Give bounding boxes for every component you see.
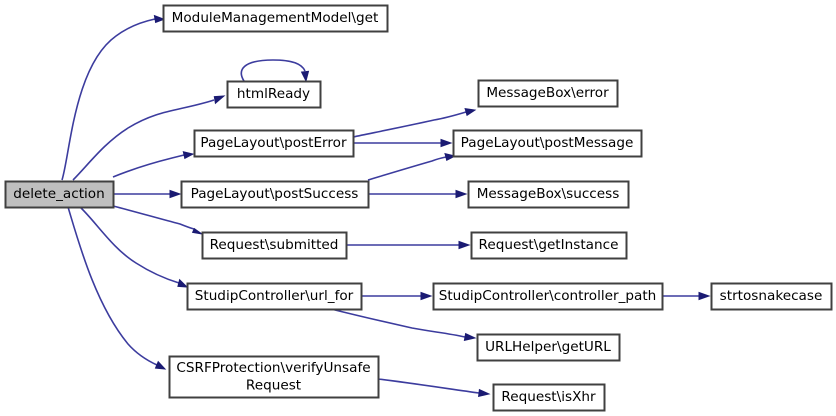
arrowhead-icon <box>464 107 477 117</box>
edge-line <box>377 378 480 394</box>
node-label: PageLayout\postSuccess <box>191 186 359 202</box>
call-edge-request_submitted-to-request_get_instance <box>346 240 471 250</box>
graph-node-request_get_instance[interactable]: Request\getInstance <box>470 231 628 260</box>
node-box[interactable] <box>168 355 380 399</box>
node-label: Request\getInstance <box>479 237 619 253</box>
node-box[interactable] <box>226 80 322 109</box>
call-edge-pagelayout_post_error-to-pagelayout_post_message <box>353 138 453 148</box>
call-edge-studipcontroller_controller_path-to-strtosnakecase <box>662 291 711 301</box>
edge-line <box>112 205 195 230</box>
graph-node-module_management_model_get[interactable]: ModuleManagementModel\get <box>162 4 389 33</box>
node-box[interactable] <box>4 180 115 209</box>
node-box[interactable] <box>162 4 389 33</box>
graph-node-delete_action[interactable]: delete_action <box>4 180 115 209</box>
arrowhead-icon <box>182 151 195 160</box>
arrowhead-icon <box>698 291 711 301</box>
arrowhead-icon <box>191 227 203 235</box>
node-label: StudipController\controller_path <box>439 288 657 304</box>
arrowhead-icon <box>169 189 182 199</box>
node-box[interactable] <box>180 180 370 209</box>
graph-node-studipcontroller_url_for[interactable]: StudipController\url_for <box>186 282 363 311</box>
edge-line <box>79 206 180 284</box>
edge-line <box>112 154 185 178</box>
arrowhead-icon <box>440 138 453 148</box>
node-label: strtosnakecase <box>720 288 823 304</box>
node-label: PageLayout\postError <box>200 135 347 151</box>
node-box[interactable] <box>467 180 630 209</box>
node-label: StudipController\url_for <box>195 288 354 304</box>
node-box[interactable] <box>710 282 833 311</box>
call-edge-pagelayout_post_success-to-pagelayout_post_message <box>367 152 457 181</box>
graph-node-pagelayout_post_error[interactable]: PageLayout\postError <box>193 129 355 158</box>
arrowhead-icon <box>478 388 491 398</box>
graph-node-urlhelper_get_url[interactable]: URLHelper\getURL <box>476 333 621 362</box>
call-edge-pagelayout_post_error-to-messagebox_error <box>352 107 477 138</box>
edge-line <box>367 156 447 181</box>
call-edge-delete_action-to-module_management_model_get <box>61 14 166 181</box>
arrowhead-icon <box>455 189 468 199</box>
edge-line <box>72 99 215 181</box>
call-edge-studipcontroller_url_for-to-studipcontroller_controller_path <box>361 291 433 301</box>
graph-node-pagelayout_post_message[interactable]: PageLayout\postMessage <box>452 129 643 158</box>
graph-node-pagelayout_post_success[interactable]: PageLayout\postSuccess <box>180 180 370 209</box>
graph-node-html_ready[interactable]: htmlReady <box>226 80 322 109</box>
edge-line <box>61 18 156 181</box>
node-label: ModuleManagementModel\get <box>172 10 379 26</box>
node-box[interactable] <box>452 129 643 158</box>
graph-node-request_is_xhr[interactable]: Request\isXhr <box>492 383 606 412</box>
node-label: MessageBox\error <box>486 85 609 101</box>
node-box[interactable] <box>476 333 621 362</box>
node-label: URLHelper\getURL <box>485 339 611 355</box>
arrowhead-icon <box>463 332 477 342</box>
edge-line <box>240 59 306 82</box>
call-edge-csrfprotection_verify_unsafe_request-to-request_is_xhr <box>377 378 491 398</box>
call-edge-delete_action-to-request_submitted <box>112 205 203 235</box>
call-edge-pagelayout_post_success-to-messagebox_success <box>368 189 468 199</box>
edge-line <box>352 111 467 138</box>
node-box[interactable] <box>470 231 628 260</box>
node-label: PageLayout\postMessage <box>461 135 634 151</box>
call-edge-delete_action-to-pagelayout_post_error <box>112 151 195 178</box>
arrowhead-icon <box>177 278 189 288</box>
node-label: MessageBox\success <box>477 186 620 202</box>
arrowhead-icon <box>153 14 166 24</box>
node-label: CSRFProtection\verifyUnsafe <box>176 360 370 376</box>
call-edge-delete_action-to-html_ready <box>72 95 226 181</box>
node-box[interactable] <box>432 282 664 311</box>
node-box[interactable] <box>193 129 355 158</box>
node-label: htmlReady <box>237 86 310 102</box>
arrowhead-icon <box>420 291 433 301</box>
graph-node-request_submitted[interactable]: Request\submitted <box>201 231 348 260</box>
node-label: Request <box>246 377 301 393</box>
call-edge-delete_action-to-csrfprotection_verify_unsafe_request <box>67 206 167 370</box>
call-edge-delete_action-to-studipcontroller_url_for <box>79 206 189 288</box>
node-box[interactable] <box>492 383 606 412</box>
call-edge-delete_action-to-pagelayout_post_success <box>113 189 182 199</box>
node-label: delete_action <box>13 186 104 202</box>
edge-line <box>67 206 158 366</box>
arrowhead-icon <box>154 360 167 370</box>
graph-node-studipcontroller_controller_path[interactable]: StudipController\controller_path <box>432 282 664 311</box>
arrowhead-icon <box>300 70 310 83</box>
graph-node-messagebox_success[interactable]: MessageBox\success <box>467 180 630 209</box>
call-edge-html_ready-to-html_ready <box>240 59 310 83</box>
node-box[interactable] <box>477 79 619 108</box>
node-box[interactable] <box>201 231 348 260</box>
graph-node-strtosnakecase[interactable]: strtosnakecase <box>710 282 833 311</box>
arrowhead-icon <box>444 152 457 162</box>
node-label: Request\isXhr <box>501 389 596 405</box>
arrowhead-icon <box>213 95 226 105</box>
node-label: Request\submitted <box>210 237 339 253</box>
graph-node-messagebox_error[interactable]: MessageBox\error <box>477 79 619 108</box>
edge-line <box>330 308 466 338</box>
edges-layer <box>61 14 711 398</box>
arrowhead-icon <box>458 240 471 250</box>
call-edge-studipcontroller_url_for-to-urlhelper_get_url <box>330 308 477 342</box>
node-box[interactable] <box>186 282 363 311</box>
nodes-layer: delete_action ModuleManagementModel\get ht… <box>4 4 833 412</box>
